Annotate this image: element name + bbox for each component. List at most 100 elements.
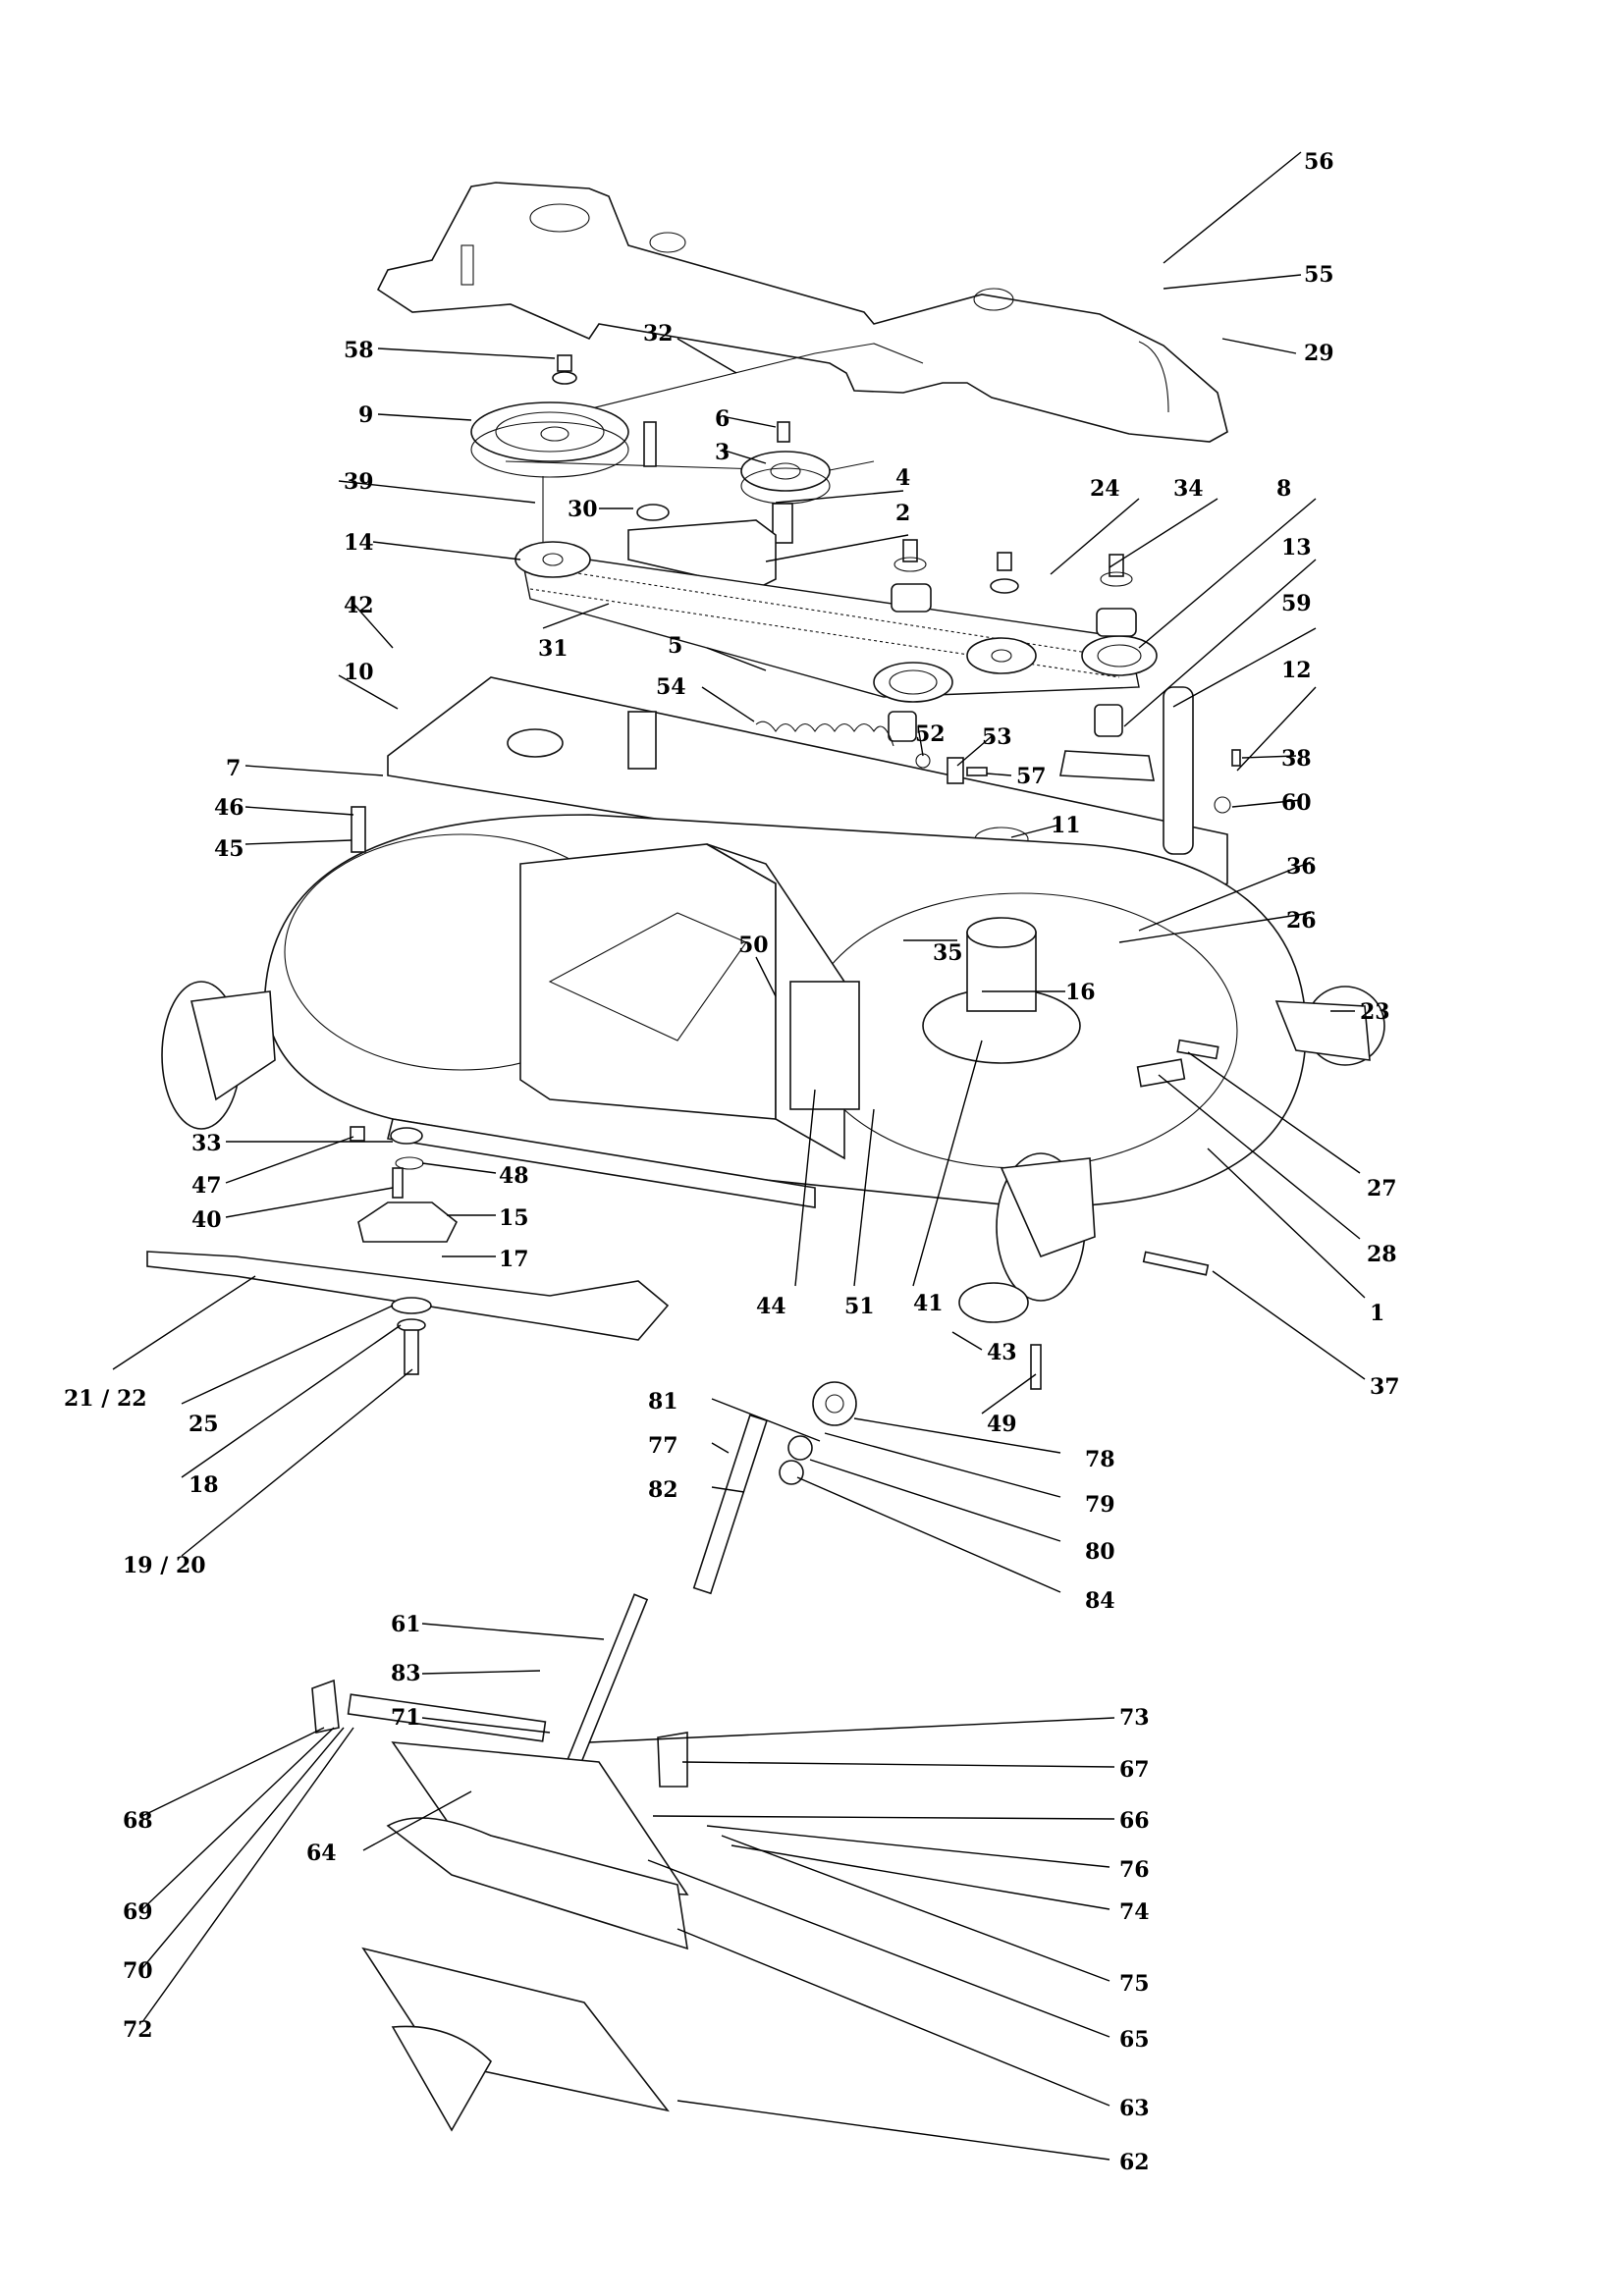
callout-24: 24 <box>1090 476 1120 502</box>
callout-71: 71 <box>391 1705 421 1731</box>
callout-1: 1 <box>1370 1301 1384 1326</box>
bracket-44 <box>789 981 860 1110</box>
pulley-9 <box>470 401 629 478</box>
bracket-53 <box>947 757 964 784</box>
grease-fitting-45 <box>351 806 366 853</box>
callout-80: 80 <box>1085 1539 1115 1565</box>
callout-57: 57 <box>1016 764 1047 789</box>
callout-72: 72 <box>123 2017 153 2043</box>
callout-76: 76 <box>1119 1857 1150 1883</box>
decal-28 <box>1136 1058 1186 1088</box>
callout-32: 32 <box>643 321 674 347</box>
callout-34: 34 <box>1173 476 1204 502</box>
callout-27: 27 <box>1367 1176 1397 1201</box>
decal-27 <box>1176 1039 1219 1060</box>
callout-21-22: 21 / 22 <box>64 1386 147 1412</box>
callout-69: 69 <box>123 1899 153 1925</box>
callout-63: 63 <box>1119 2096 1150 2121</box>
callout-36: 36 <box>1286 854 1317 880</box>
callout-84: 84 <box>1085 1588 1115 1614</box>
eye-52 <box>915 753 931 769</box>
washer-18 <box>397 1318 426 1332</box>
flap-63 <box>386 1817 688 1950</box>
belt-cover <box>376 182 1228 443</box>
bracket-67 <box>657 1732 688 1788</box>
callout-73: 73 <box>1119 1705 1150 1731</box>
callout-4: 4 <box>895 465 910 491</box>
callout-18: 18 <box>189 1472 219 1498</box>
callout-83: 83 <box>391 1661 421 1686</box>
callout-16: 16 <box>1065 980 1096 1005</box>
callout-30: 30 <box>568 497 598 522</box>
callout-46: 46 <box>214 795 244 821</box>
spacer-13 <box>1094 704 1123 737</box>
bolt-19-20 <box>404 1329 419 1375</box>
wheel-left <box>161 981 276 1130</box>
blade-21-22 <box>146 1251 670 1341</box>
frame-62 <box>361 1947 670 2112</box>
callout-66: 66 <box>1119 1808 1150 1834</box>
pulley-3 <box>740 451 831 505</box>
callout-68: 68 <box>123 1808 153 1834</box>
callout-labels: 56 55 29 32 58 9 6 3 39 30 4 2 24 34 8 1… <box>64 149 1400 2175</box>
callout-39: 39 <box>344 469 374 495</box>
callout-11: 11 <box>1051 813 1081 838</box>
callout-17: 17 <box>499 1247 529 1272</box>
spacer-59-left <box>888 711 917 742</box>
sprocket-14 <box>514 541 591 578</box>
nut-24 <box>997 552 1012 571</box>
callout-14: 14 <box>344 530 374 556</box>
pin-38 <box>1231 749 1241 767</box>
callout-53: 53 <box>982 724 1012 750</box>
callout-55: 55 <box>1304 262 1334 288</box>
spacer-4 <box>772 503 793 544</box>
bolt-6 <box>777 421 790 443</box>
sprocket-left <box>873 662 953 703</box>
callout-40: 40 <box>191 1207 222 1233</box>
callout-23: 23 <box>1360 999 1390 1025</box>
callout-37: 37 <box>1370 1374 1400 1400</box>
callout-52: 52 <box>915 721 946 747</box>
callout-48: 48 <box>499 1163 529 1189</box>
washer-80 <box>787 1435 813 1461</box>
spring-54 <box>755 721 894 747</box>
callout-75: 75 <box>1119 1971 1150 1997</box>
flange-43 <box>958 1282 1029 1323</box>
callout-25: 25 <box>189 1412 219 1437</box>
callout-3: 3 <box>715 440 730 465</box>
deck-housing <box>264 814 1307 1208</box>
washer-30 <box>636 504 670 521</box>
nut-58 <box>557 354 572 372</box>
leader-lines <box>112 151 1366 2161</box>
callout-9: 9 <box>358 402 373 428</box>
callout-77: 77 <box>648 1433 678 1459</box>
callout-5: 5 <box>668 633 682 659</box>
spacer-24 <box>990 578 1019 594</box>
callout-28: 28 <box>1367 1242 1397 1267</box>
callout-56: 56 <box>1304 149 1334 175</box>
bracket-68 <box>311 1679 340 1734</box>
bearing-stack-left <box>891 539 932 613</box>
pin-57 <box>966 767 988 776</box>
bushing-10 <box>507 728 564 758</box>
bolts-49 <box>1030 1344 1042 1390</box>
tube-82 <box>692 1414 768 1595</box>
callout-78: 78 <box>1085 1447 1115 1472</box>
callout-82: 82 <box>648 1477 678 1503</box>
axle-bolt-37 <box>1142 1251 1210 1276</box>
washer-33 <box>390 1127 423 1145</box>
nut-47 <box>350 1126 365 1142</box>
blade-adapter-15 <box>357 1201 459 1243</box>
washer-25 <box>391 1297 432 1314</box>
callout-38: 38 <box>1281 746 1312 772</box>
callout-33: 33 <box>191 1131 222 1156</box>
lever-bracket-12 <box>1163 686 1194 855</box>
toothed-belt <box>519 549 1140 698</box>
callout-15: 15 <box>499 1205 529 1231</box>
deflector <box>391 2025 492 2132</box>
callout-29: 29 <box>1304 341 1334 366</box>
wheel-front <box>996 1152 1096 1302</box>
callout-6: 6 <box>715 406 730 432</box>
callout-65: 65 <box>1119 2027 1150 2053</box>
callout-59: 59 <box>1281 591 1312 616</box>
